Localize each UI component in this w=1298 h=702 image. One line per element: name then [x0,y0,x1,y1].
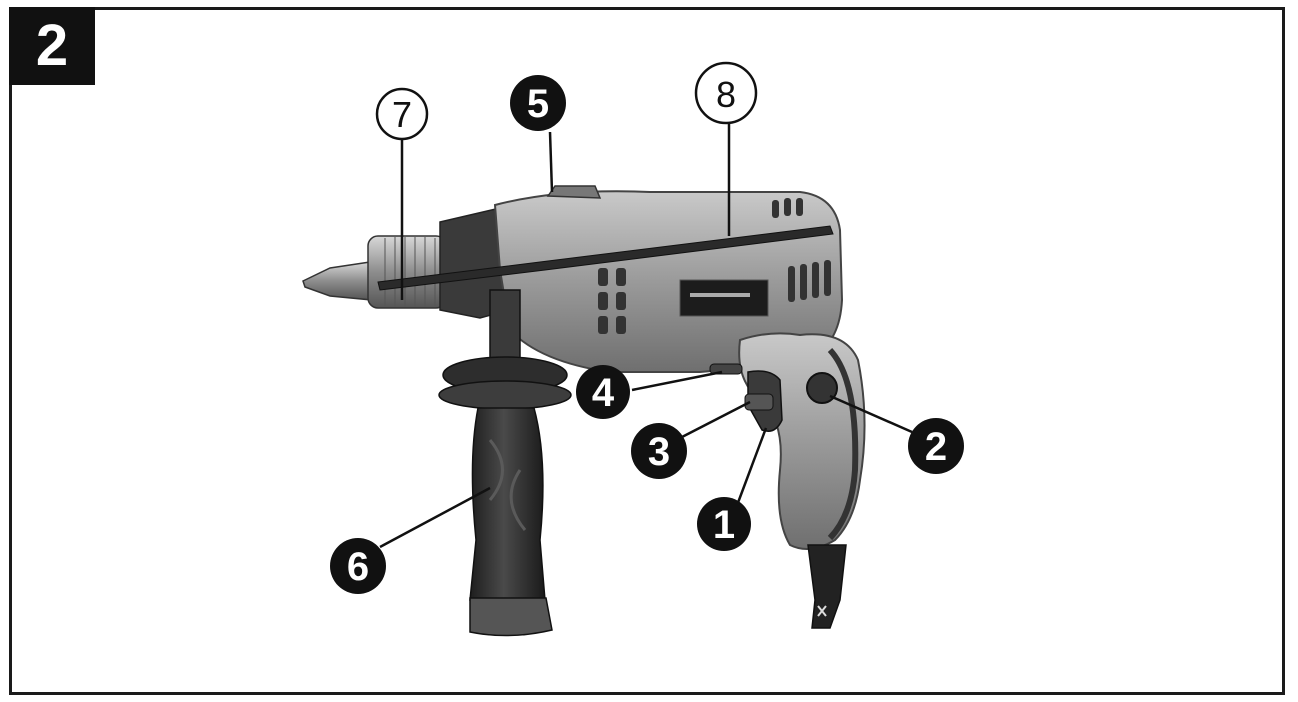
leader-3 [681,400,751,439]
svg-text:4: 4 [592,371,615,415]
grip-inlay [827,347,859,541]
svg-text:2: 2 [925,425,947,469]
callout-3: 3 [631,423,687,479]
leader-5 [548,131,554,193]
leader-2 [829,394,913,434]
leader-6 [379,486,491,549]
chuck-tip [302,261,373,301]
svg-text:1: 1 [713,503,735,547]
rear-vents [772,198,831,302]
aux-handle-cap [469,597,553,637]
callout-1: 1 [697,497,751,551]
callout-7: 7 [375,87,429,141]
callout-6: 6 [330,538,386,594]
reverse-switch [709,363,743,375]
svg-text:7: 7 [392,94,412,135]
leader-lines [379,118,913,549]
svg-text:8: 8 [716,74,736,115]
svg-text:6: 6 [347,545,369,589]
callout-4: 4 [576,365,630,419]
keyless-chuck [367,235,447,309]
front-vents [598,268,626,334]
figure-frame [9,7,1285,695]
depth-gauge-rod [377,225,834,291]
power-cord [807,544,847,629]
aux-handle-stem [489,289,521,361]
auxiliary-handle [469,407,546,601]
speed-wheel [744,393,774,411]
drill-illustration [302,185,866,637]
leader-1 [734,427,768,509]
svg-text:3: 3 [648,430,670,474]
brand-plate [679,279,769,317]
callout-8: 8 [694,61,758,125]
svg-text:5: 5 [527,82,549,126]
callout-5: 5 [510,75,566,131]
callout-2: 2 [908,418,964,474]
lock-on-button [806,372,838,404]
leader-4 [631,370,723,392]
figure-number-badge: 2 [9,7,95,85]
mode-switch [546,185,602,199]
